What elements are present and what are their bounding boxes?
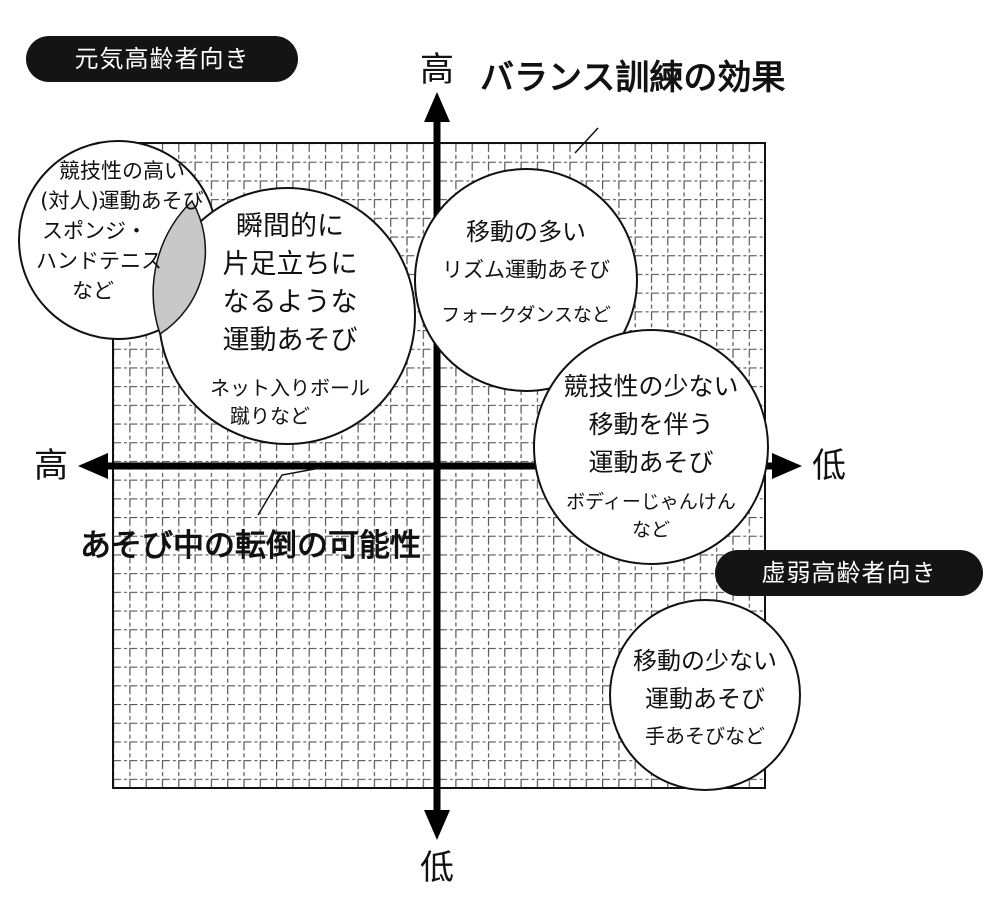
axis-y-high-label: 高: [420, 50, 454, 90]
arrow-up-icon: [424, 92, 450, 122]
bubble-line: 競技性の高い: [59, 159, 185, 183]
bubble-line: 移動の少ない: [633, 647, 777, 675]
bubble-line: スポンジ・: [42, 219, 147, 243]
circle-low-competition: [533, 329, 769, 565]
bubble-line: ボディーじゃんけん: [566, 491, 736, 513]
bubble-line: 蹴りなど: [230, 404, 310, 428]
overlap-shading: [152, 199, 207, 336]
bubble-low-competition-text: 競技性の少ない 移動を伴う 運動あそび: [551, 368, 751, 482]
bubble-line: 運動あそび: [588, 448, 714, 477]
bubble-line: ハンドテニス: [36, 249, 162, 273]
bubble-line: ネット入りボール: [210, 376, 370, 400]
bubble-line: なるような: [222, 287, 358, 318]
bubble-low-movement-text: 移動の少ない 運動あそび: [605, 642, 805, 718]
bubble-line: 瞬間的に: [236, 211, 344, 242]
title-leader-line: [574, 127, 599, 154]
bubble-line: 移動の多い: [466, 218, 586, 246]
bubble-one-leg-example: ネット入りボール 蹴りなど: [190, 374, 390, 430]
bubble-line: 移動を伴う: [588, 410, 714, 439]
bubble-low-movement-example: 手あそびなど: [645, 724, 765, 748]
bubble-line: など: [631, 519, 670, 541]
badge-frail-elderly: 虚弱高齢者向き: [715, 550, 983, 596]
axis-x-high-label: 高: [34, 446, 68, 486]
bubble-competitive-pair-text: 競技性の高い (対人)運動あそび スポンジ・ ハンドテニス など: [22, 156, 222, 306]
arrow-right-icon: [772, 453, 802, 479]
bubble-line: 競技性の少ない: [563, 372, 739, 401]
axis-y-low-label: 低: [420, 848, 454, 888]
bubble-line: 運動あそび: [222, 325, 358, 356]
circle-low-movement: [609, 599, 801, 791]
fall-possibility-label: あそび中の転倒の可能性: [80, 528, 421, 564]
bubble-low-competition-example: ボディーじゃんけん など: [551, 488, 751, 544]
fall-leader-line: [257, 467, 321, 516]
diagram-title: バランス訓練の効果: [480, 58, 786, 98]
arrow-down-icon: [424, 810, 450, 840]
bubble-one-leg-text: 瞬間的に 片足立ちに なるような 運動あそび: [190, 208, 390, 360]
bubble-line: など: [72, 279, 114, 303]
bubble-line: 片足立ちに: [222, 249, 358, 280]
bubble-rhythm-text: 移動の多い リズム運動あそび: [426, 213, 626, 289]
circle-rhythm: [414, 168, 638, 392]
bubble-line: 運動あそび: [645, 685, 765, 713]
arrow-left-icon: [78, 453, 108, 479]
badge-active-elderly: 元気高齢者向き: [26, 36, 298, 82]
axis-x-low-label: 低: [812, 446, 846, 486]
bubble-line: (対人)運動あそび: [40, 189, 204, 213]
bubble-line: リズム運動あそび: [442, 258, 610, 282]
bubble-rhythm-example: フォークダンスなど: [441, 304, 611, 326]
